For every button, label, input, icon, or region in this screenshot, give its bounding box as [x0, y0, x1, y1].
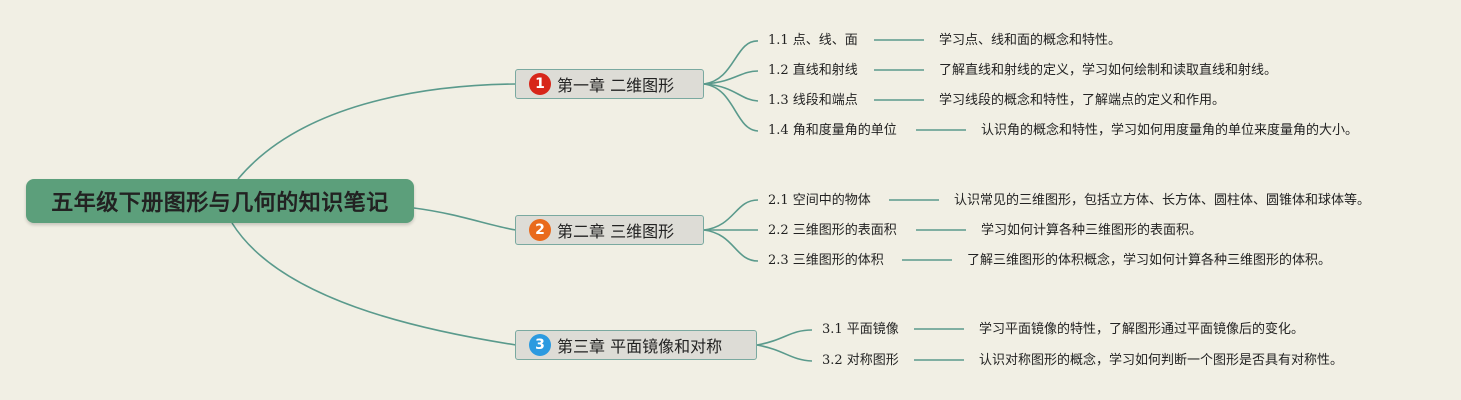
badge-3-icon: 3 [529, 334, 551, 356]
connector-root-ch1 [237, 83, 517, 180]
section-2-3-desc[interactable]: 了解三维图形的体积概念，学习如何计算各种三维图形的体积。 [967, 253, 1332, 268]
section-2-1-desc[interactable]: 认识常见的三维图形，包括立方体、长方体、圆柱体、圆锥体和球体等。 [954, 193, 1371, 208]
connector-ch1-s4 [703, 83, 759, 132]
root-topic[interactable]: 五年级下册图形与几何的知识笔记 [26, 179, 414, 223]
section-1-4-desc[interactable]: 认识角的概念和特性，学习如何用度量角的单位来度量角的大小。 [981, 123, 1359, 138]
section-1-3-desc[interactable]: 学习线段的概念和特性，了解端点的定义和作用。 [939, 93, 1226, 108]
chapter-3-node[interactable]: 3 第三章 平面镜像和对称 [515, 330, 757, 360]
badge-1-icon: 1 [529, 73, 551, 95]
section-1-3-label[interactable]: 1.3 线段和端点 [768, 93, 858, 108]
section-1-1-desc[interactable]: 学习点、线和面的概念和特性。 [939, 33, 1122, 48]
root-title: 五年级下册图形与几何的知识笔记 [51, 191, 389, 216]
chapter-1-title: 第一章 二维图形 [557, 76, 675, 95]
chapter-3-title: 第三章 平面镜像和对称 [557, 337, 723, 356]
connector-ch1-s1 [703, 40, 759, 85]
section-1-2-label[interactable]: 1.2 直线和射线 [768, 63, 858, 78]
connector-ch3-s2 [756, 344, 813, 362]
section-3-2-label[interactable]: 3.2 对称图形 [822, 353, 899, 368]
connector-ch1-s2 [703, 70, 759, 85]
section-2-3-label[interactable]: 2.3 三维图形的体积 [768, 253, 884, 268]
section-3-1-label[interactable]: 3.1 平面镜像 [822, 322, 899, 337]
connector-ch2-s1 [703, 199, 759, 231]
section-1-1-label[interactable]: 1.1 点、线、面 [768, 33, 858, 48]
connector-ch1-s3 [703, 83, 759, 102]
section-2-1-label[interactable]: 2.1 空间中的物体 [768, 193, 871, 208]
section-2-2-label[interactable]: 2.2 三维图形的表面积 [768, 223, 897, 238]
connector-root-ch3 [231, 222, 517, 346]
chapter-1-node[interactable]: 1 第一章 二维图形 [515, 69, 704, 99]
connector-ch2-s3 [703, 229, 759, 262]
section-3-1-desc[interactable]: 学习平面镜像的特性，了解图形通过平面镜像后的变化。 [979, 322, 1305, 337]
chapter-2-title: 第二章 三维图形 [557, 222, 675, 241]
section-1-2-desc[interactable]: 了解直线和射线的定义，学习如何绘制和读取直线和射线。 [939, 63, 1278, 78]
connector-root-ch2 [413, 207, 517, 231]
chapter-2-node[interactable]: 2 第二章 三维图形 [515, 215, 704, 245]
section-2-2-desc[interactable]: 学习如何计算各种三维图形的表面积。 [981, 223, 1203, 238]
section-3-2-desc[interactable]: 认识对称图形的概念，学习如何判断一个图形是否具有对称性。 [979, 353, 1344, 368]
badge-2-icon: 2 [529, 219, 551, 241]
connector-ch3-s1 [756, 329, 813, 346]
section-1-4-label[interactable]: 1.4 角和度量角的单位 [768, 123, 897, 138]
